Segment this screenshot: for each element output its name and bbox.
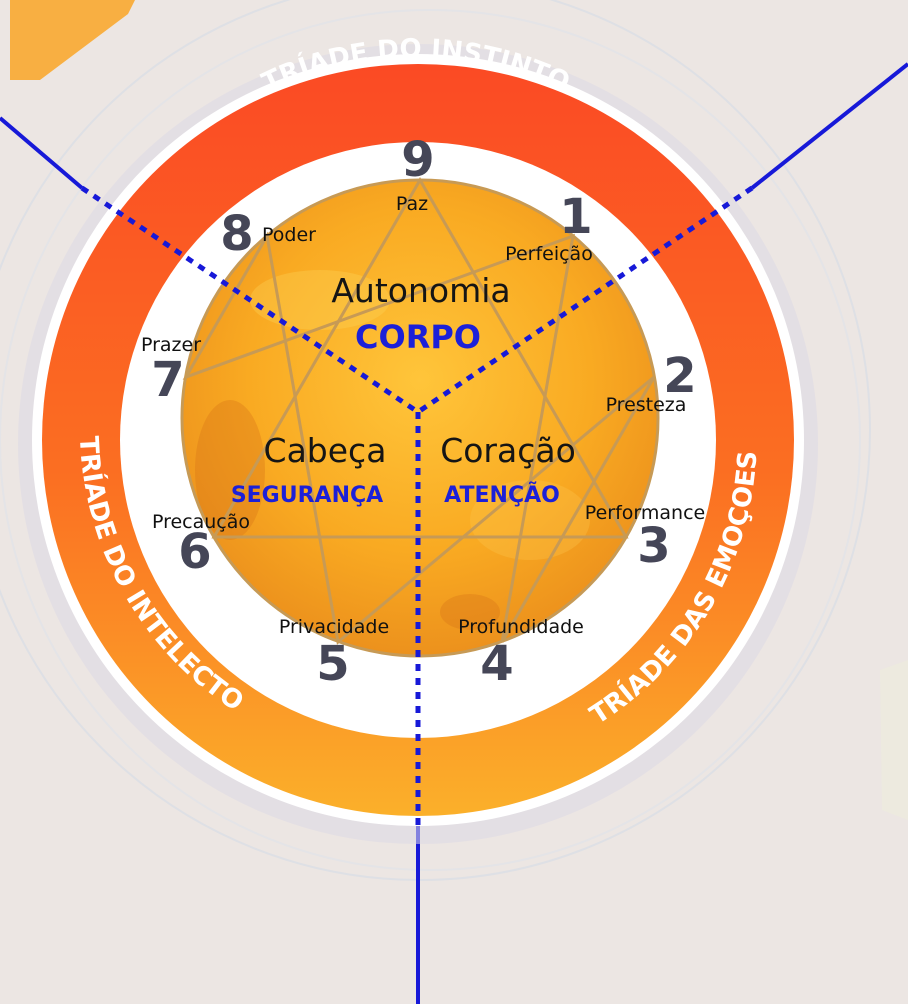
type-number-2: 2 [663, 348, 696, 404]
type-keyword-8: Poder [262, 224, 316, 246]
enneagram-triangle [211, 176, 629, 539]
center-coracao: Coração [440, 431, 576, 470]
divider-line-upper-right [750, 62, 908, 190]
type-number-5: 5 [316, 636, 349, 692]
type-number-9: 9 [401, 132, 434, 188]
type-number-1: 1 [559, 189, 592, 245]
center-atencao: ATENÇÃO [444, 482, 560, 508]
type-keyword-6: Precaução [152, 511, 250, 533]
type-keyword-5: Privacidade [279, 616, 389, 638]
center-cabeca: Cabeça [264, 431, 387, 470]
divider-dotted-left [80, 185, 420, 415]
enneagram-lines [182, 176, 656, 645]
triad-dividers [80, 185, 754, 825]
center-autonomia: Autonomia [331, 271, 510, 310]
type-number-3: 3 [637, 518, 670, 574]
type-keyword-7: Prazer [141, 334, 201, 356]
type-number-4: 4 [480, 636, 513, 692]
type-keyword-9: Paz [396, 193, 428, 215]
type-keyword-4: Profundidade [458, 616, 584, 638]
type-keyword-1: Perfeição [505, 243, 593, 265]
type-number-6: 6 [178, 524, 211, 580]
type-keyword-3: Performance [585, 502, 705, 524]
center-seguranca: SEGURANÇA [231, 483, 383, 508]
type-number-8: 8 [220, 206, 253, 262]
type-keyword-2: Presteza [606, 394, 687, 416]
divider-dotted-right [416, 185, 754, 415]
center-corpo: CORPO [355, 318, 481, 356]
type-number-7: 7 [151, 352, 184, 408]
enneagram-hexad [182, 231, 656, 645]
divider-line-upper-left [0, 116, 84, 190]
